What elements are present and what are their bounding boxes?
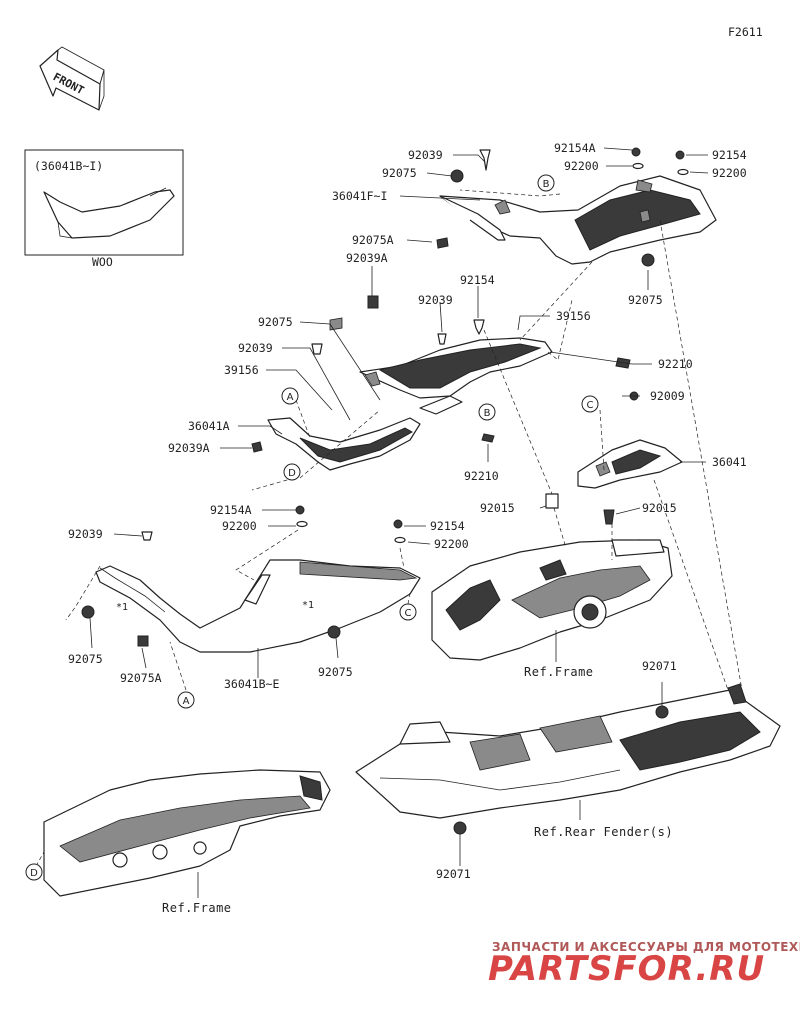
- mark-star-1-right: *1: [302, 600, 314, 611]
- callout-92039-lower-left: 92039: [68, 527, 103, 541]
- callout-92075-lower-mid: 92075: [318, 665, 353, 679]
- callout-92154-mid: 92154: [460, 273, 495, 287]
- ref-frame-bottom: Ref.Frame: [162, 901, 232, 915]
- inset-box: (36041B~I) WOO: [24, 149, 184, 269]
- callout-92200-top: 92200: [564, 159, 599, 173]
- ref-circle-c-lower: C: [399, 603, 417, 621]
- callout-92075-left: 92075: [258, 315, 293, 329]
- callout-92075-top: 92075: [382, 166, 417, 180]
- callout-92039A-left: 92039A: [168, 441, 210, 455]
- leader-lines: [89, 147, 709, 898]
- left-rail-part: [267, 395, 463, 471]
- callout-39156-right: 39156: [556, 309, 591, 323]
- svg-text:B: B: [543, 179, 550, 190]
- callout-92154A-mid: 92154A: [210, 503, 252, 517]
- ref-frame-center: Ref.Frame: [524, 665, 594, 679]
- callout-92200-lower: 92200: [434, 537, 469, 551]
- svg-text:A: A: [183, 696, 190, 707]
- callout-92075A-lower: 92075A: [120, 671, 162, 685]
- callout-36041: 36041: [712, 455, 747, 469]
- side-cover-part: [95, 559, 421, 653]
- dashed-guides: [35, 189, 743, 867]
- callout-92075A-top: 92075A: [352, 233, 394, 247]
- callout-92039-mid: 92039: [418, 293, 453, 307]
- watermark-logo: PARTSFOR.RU: [488, 949, 765, 989]
- center-frame: [431, 539, 673, 661]
- svg-text:B: B: [484, 408, 491, 419]
- ref-circle-b-mid: B: [478, 403, 496, 421]
- ref-circle-c-top: C: [581, 395, 599, 413]
- svg-text:C: C: [587, 400, 594, 411]
- callout-39156-left: 39156: [224, 363, 259, 377]
- ref-circle-a-lower: A: [177, 691, 195, 709]
- callout-92200-mid: 92200: [222, 519, 257, 533]
- callout-92154-lower: 92154: [430, 519, 465, 533]
- fasteners: [81, 147, 689, 835]
- inset-part-label: (36041B~I): [34, 159, 103, 173]
- callout-92071-right: 92071: [642, 659, 677, 673]
- callout-92015-left: 92015: [480, 501, 515, 515]
- callout-36041B-E: 36041B~E: [224, 677, 279, 691]
- mark-star-1-left: *1: [116, 602, 128, 613]
- front-arrow-icon: FRONT: [39, 46, 105, 111]
- svg-text:D: D: [288, 468, 296, 479]
- inset-caption: WOO: [92, 255, 113, 269]
- small-cover-part: [577, 439, 683, 489]
- ref-circle-a-top: A: [281, 387, 299, 405]
- callout-92154A-top: 92154A: [554, 141, 596, 155]
- ref-circle-b-top: B: [537, 174, 555, 192]
- middle-rail-part: [359, 337, 553, 399]
- rear-fender-assembly: [355, 683, 781, 819]
- callout-92039-left: 92039: [238, 341, 273, 355]
- callout-92009: 92009: [650, 389, 685, 403]
- callout-92154-top-right: 92154: [712, 148, 747, 162]
- svg-text:D: D: [30, 868, 38, 879]
- ref-circle-d-lower: D: [25, 863, 43, 881]
- callout-92210-mid: 92210: [464, 469, 499, 483]
- callout-92075-lower-left: 92075: [68, 652, 103, 666]
- callout-92200-top-right: 92200: [712, 166, 747, 180]
- callout-92039-top: 92039: [408, 148, 443, 162]
- watermark-tagline: ЗАПЧАСТИ И АКСЕССУАРЫ ДЛЯ МОТОТЕХНИКИ: [492, 940, 800, 954]
- callout-92039A-top: 92039A: [346, 251, 388, 265]
- svg-text:A: A: [287, 392, 294, 403]
- callout-92075-right: 92075: [628, 293, 663, 307]
- callout-92071-bottom: 92071: [436, 867, 471, 881]
- callout-92210-right: 92210: [658, 357, 693, 371]
- ref-rear-fender: Ref.Rear Fender(s): [534, 825, 673, 839]
- callout-36041A: 36041A: [188, 419, 230, 433]
- callout-36041F-I: 36041F~I: [332, 189, 387, 203]
- lower-frame: [43, 769, 331, 897]
- svg-text:C: C: [405, 608, 412, 619]
- ref-circle-d-top: D: [283, 463, 301, 481]
- callout-92015-right: 92015: [642, 501, 677, 515]
- upper-cover-part: [439, 175, 717, 265]
- diagram-code: F2611: [728, 25, 763, 39]
